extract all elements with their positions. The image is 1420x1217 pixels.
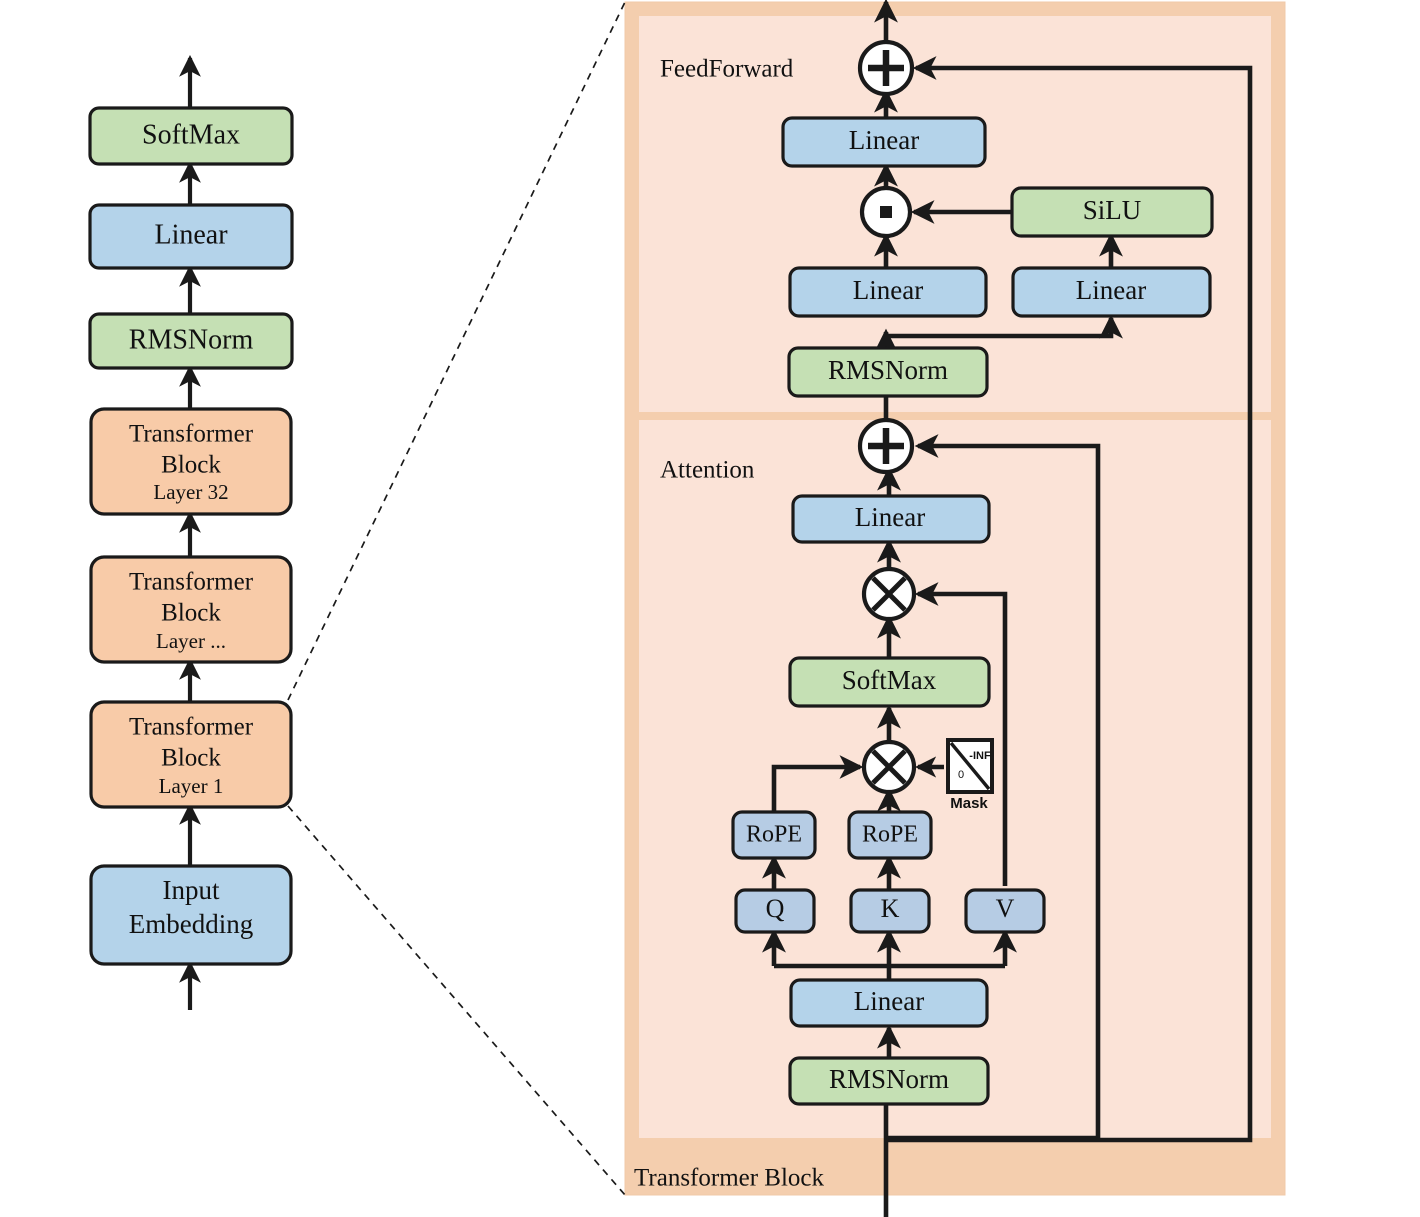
node-attention-softmax-label: SoftMax <box>842 665 937 695</box>
node-qkv-projection-linear[interactable]: Linear <box>789 978 989 1028</box>
node-block32-title-line2: Block <box>161 452 221 479</box>
node-key[interactable]: K <box>849 888 931 934</box>
node-ff-linear-gate-right-label: Linear <box>1076 275 1146 305</box>
node-linear-head[interactable]: Linear <box>88 203 294 270</box>
node-blockdots-title-line1: Transformer <box>129 569 254 596</box>
node-silu-label: SiLU <box>1083 195 1142 225</box>
arrow-ropeq-to-matmul1 <box>771 755 864 812</box>
node-attention-matmul-qk[interactable] <box>861 739 917 795</box>
node-value[interactable]: V <box>964 888 1046 934</box>
node-block32-sublabel: Layer 32 <box>153 480 228 504</box>
node-attention-matmul-av[interactable] <box>861 566 917 622</box>
node-ff-elementwise-multiply[interactable] <box>859 185 913 239</box>
node-ff-linear-gate-left-label: Linear <box>853 275 923 305</box>
transformer-block-outer-label: Transformer Block <box>634 1165 825 1192</box>
node-transformer-block-32[interactable]: Transformer Block Layer 32 <box>89 407 293 516</box>
feedforward-nodes: Linear SiLU Linear Linear RMSNorm <box>781 39 1214 398</box>
node-ff-linear-gate-right[interactable]: Linear <box>1011 266 1212 318</box>
node-silu[interactable]: SiLU <box>1010 186 1214 238</box>
node-ff-linear-output[interactable]: Linear <box>781 116 987 168</box>
node-rmsnorm-head[interactable]: RMSNorm <box>88 312 294 370</box>
node-query[interactable]: Q <box>734 888 816 934</box>
node-input-embedding-line2: Embedding <box>129 909 253 939</box>
node-softmax-label: SoftMax <box>142 119 240 150</box>
node-block32-title-line1: Transformer <box>129 421 254 448</box>
node-causal-mask[interactable]: -INF 0 Mask <box>946 738 994 812</box>
node-attention-output-linear[interactable]: Linear <box>791 494 991 544</box>
node-rope-key-label: RoPE <box>862 822 918 848</box>
attention-panel-label: Attention <box>660 457 755 484</box>
left-stack-boxes: SoftMax Linear RMSNorm Transformer Block… <box>88 106 294 966</box>
mask-label: Mask <box>950 795 988 812</box>
node-qkv-projection-linear-label: Linear <box>854 986 924 1016</box>
node-rmsnorm-head-label: RMSNorm <box>129 324 254 355</box>
node-input-embedding[interactable]: Input Embedding <box>89 864 293 966</box>
node-transformer-block-1[interactable]: Transformer Block Layer 1 <box>89 700 293 809</box>
node-block1-title-line1: Transformer <box>129 714 254 741</box>
node-ff-linear-gate-left[interactable]: Linear <box>788 266 988 318</box>
node-ff-rmsnorm-label: RMSNorm <box>828 355 948 385</box>
node-ff-add[interactable] <box>857 39 915 97</box>
feedforward-panel-label: FeedForward <box>660 56 794 83</box>
node-attention-rmsnorm[interactable]: RMSNorm <box>788 1056 990 1106</box>
mask-upper-value: -INF <box>969 750 991 762</box>
arrow-ff-rmsnorm-to-linear2 <box>886 314 1123 339</box>
attention-residual-path <box>886 434 1101 1141</box>
node-blockdots-title-line2: Block <box>161 600 221 627</box>
node-rope-key[interactable]: RoPE <box>847 810 933 860</box>
node-attention-softmax[interactable]: SoftMax <box>788 656 991 708</box>
node-rope-query-label: RoPE <box>746 822 802 848</box>
node-blockdots-sublabel: Layer ... <box>156 629 226 653</box>
node-key-label: K <box>881 894 900 923</box>
node-ff-rmsnorm[interactable]: RMSNorm <box>787 346 989 398</box>
node-attention-rmsnorm-label: RMSNorm <box>829 1064 949 1094</box>
node-ff-linear-output-label: Linear <box>849 125 919 155</box>
arrow-v-to-matmul2 <box>914 582 1008 886</box>
node-softmax[interactable]: SoftMax <box>88 106 294 166</box>
attention-nodes: Linear SoftMax -INF 0 Mask RoPE <box>731 417 1046 1106</box>
node-linear-head-label: Linear <box>154 219 228 250</box>
node-input-embedding-line1: Input <box>163 875 220 905</box>
node-value-label: V <box>996 894 1015 923</box>
node-block1-title-line2: Block <box>161 745 221 772</box>
node-attention-add[interactable] <box>857 417 915 475</box>
mask-lower-value: 0 <box>958 769 964 781</box>
node-query-label: Q <box>766 894 785 923</box>
node-attention-output-linear-label: Linear <box>855 502 925 532</box>
node-block1-sublabel: Layer 1 <box>159 774 224 798</box>
node-transformer-block-dots[interactable]: Transformer Block Layer ... <box>89 555 293 664</box>
node-rope-query[interactable]: RoPE <box>731 810 817 860</box>
